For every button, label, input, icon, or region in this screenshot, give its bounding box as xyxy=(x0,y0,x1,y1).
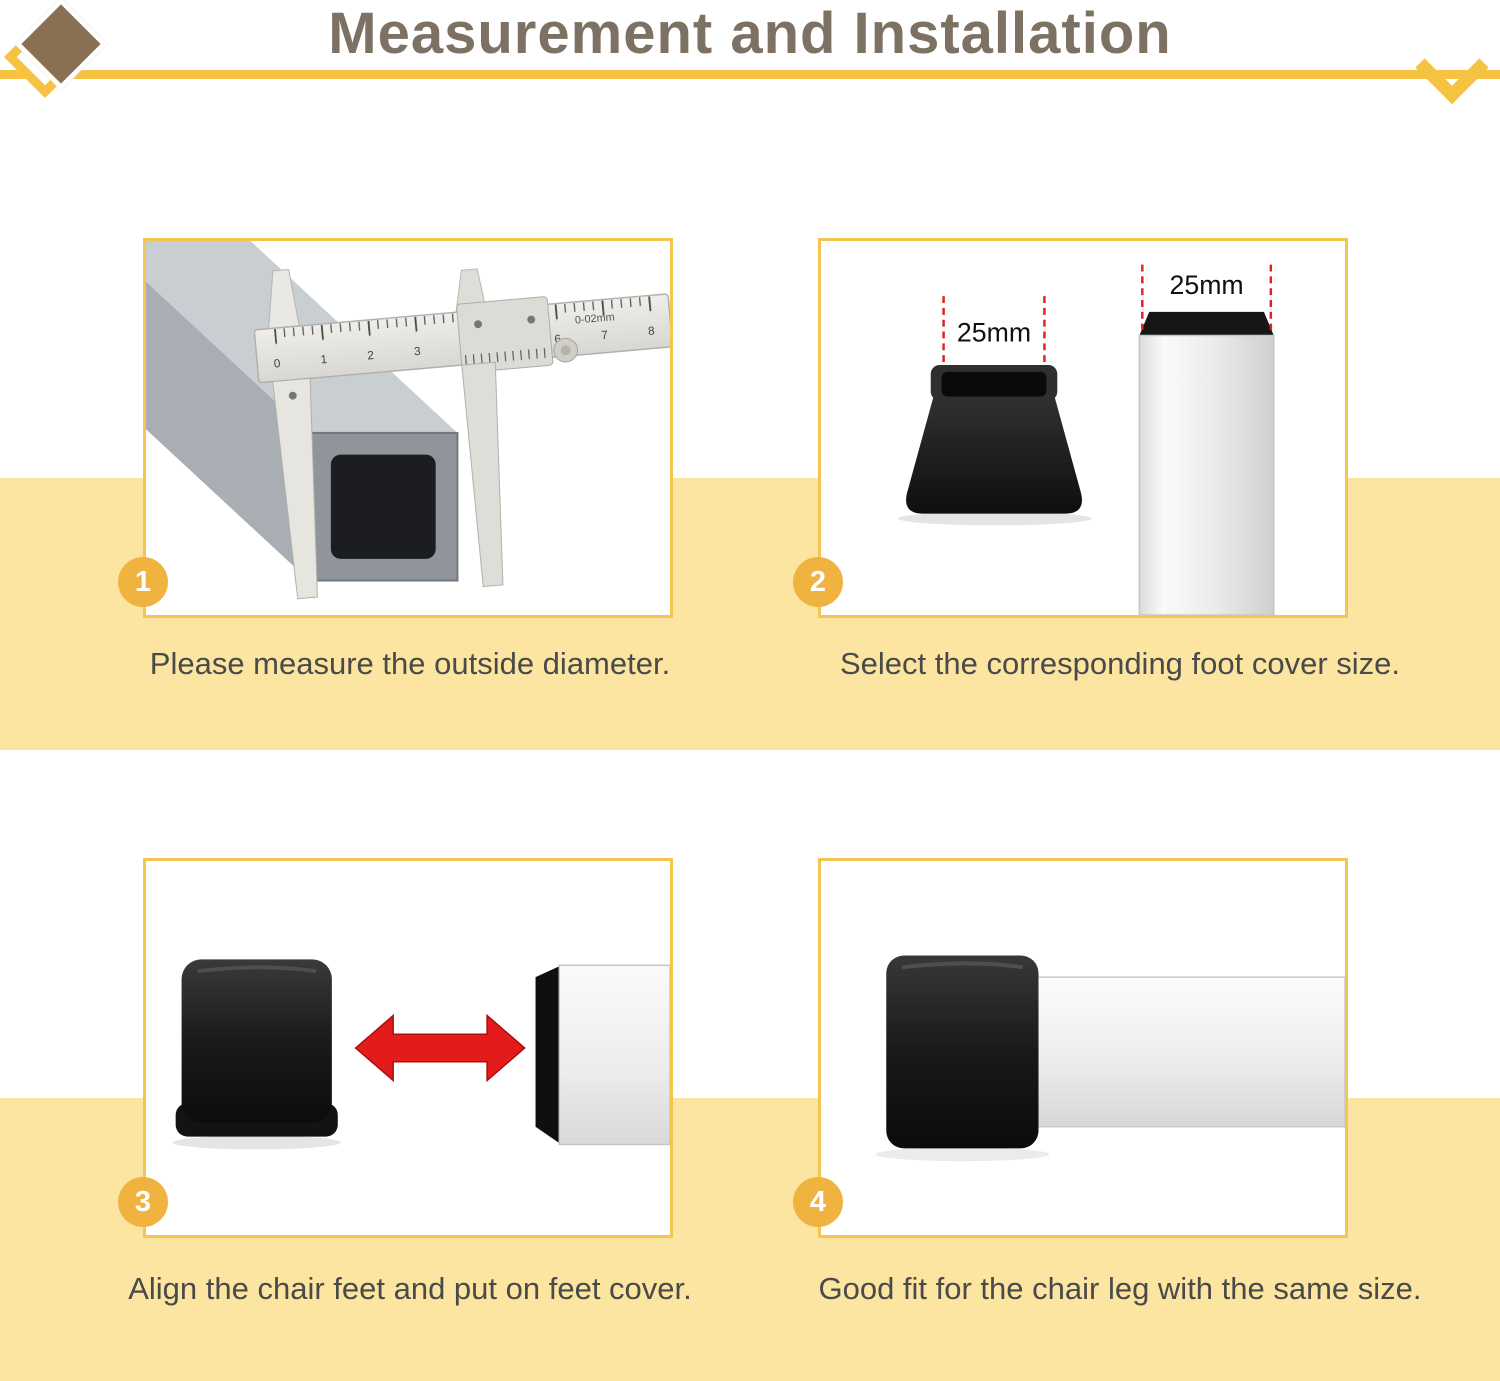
foot-cover xyxy=(898,365,1092,526)
caliper-fixed-jaw xyxy=(272,377,318,600)
step-2-caption: Select the corresponding foot cover size… xyxy=(839,646,1401,681)
step-1-badge: 1 xyxy=(118,557,168,607)
step-2-badge: 2 xyxy=(793,557,843,607)
step-3-badge: 3 xyxy=(118,1177,168,1227)
step-4-number: 4 xyxy=(809,1185,827,1218)
step3-image-panel xyxy=(143,858,673,1238)
step-2-number: 2 xyxy=(809,565,827,598)
caliper-scale-number: 1 xyxy=(320,352,328,366)
caliper-scale-number: 6 xyxy=(554,332,562,347)
page-title: Measurement and Installation xyxy=(328,1,1172,66)
step-4-caption: Good fit for the chair leg with the same… xyxy=(818,1271,1422,1306)
step-3-caption: Align the chair feet and put on feet cov… xyxy=(128,1271,692,1306)
header-divider-line xyxy=(0,70,1500,79)
square-tube-horizontal xyxy=(535,964,670,1146)
step-1-number: 1 xyxy=(134,565,152,598)
alignment-illustration xyxy=(172,959,670,1150)
fitted-foot-cover xyxy=(886,955,1039,1149)
caliper-sliding-jaw xyxy=(461,361,504,588)
step-1-caption: Please measure the outside diameter. xyxy=(149,646,671,681)
chevron-down-icon xyxy=(1415,58,1489,105)
cover-measurement: 25mm xyxy=(942,296,1046,367)
caliper-scale-number: 2 xyxy=(367,348,375,362)
tube-size-label: 25mm xyxy=(1170,270,1244,300)
caliper-scale-number: 3 xyxy=(413,344,421,359)
step2-image-panel: 25mm 25mm xyxy=(818,238,1348,618)
step4-image-panel xyxy=(818,858,1348,1238)
step-3-number: 3 xyxy=(134,1185,152,1218)
foot-cover-cap xyxy=(172,959,341,1150)
chair-leg-with-cover xyxy=(875,955,1345,1162)
caliper-scale-number: 8 xyxy=(647,323,655,338)
double-arrow-icon xyxy=(354,1013,526,1083)
cover-size-label: 25mm xyxy=(957,317,1031,347)
square-tube-vertical xyxy=(1138,311,1275,615)
caliper-scale-number: 7 xyxy=(601,328,609,342)
caliper-illustration: 0 1 2 3 4 5 6 7 8 0-02mm xyxy=(146,241,670,600)
tube-measurement: 25mm xyxy=(1141,264,1273,330)
size-selection-illustration: 25mm 25mm xyxy=(898,264,1275,615)
step-4-badge: 4 xyxy=(793,1177,843,1227)
step1-image-panel: 0 1 2 3 4 5 6 7 8 0-02mm xyxy=(143,238,673,618)
caliper-precision-label: 0-02mm xyxy=(574,311,615,326)
fitted-cover-illustration xyxy=(875,955,1345,1162)
vernier-caliper: 0 1 2 3 4 5 6 7 8 0-02mm xyxy=(253,268,670,600)
caliper-scale-number: 0 xyxy=(273,356,281,371)
square-tube-horizontal xyxy=(1022,976,1345,1128)
